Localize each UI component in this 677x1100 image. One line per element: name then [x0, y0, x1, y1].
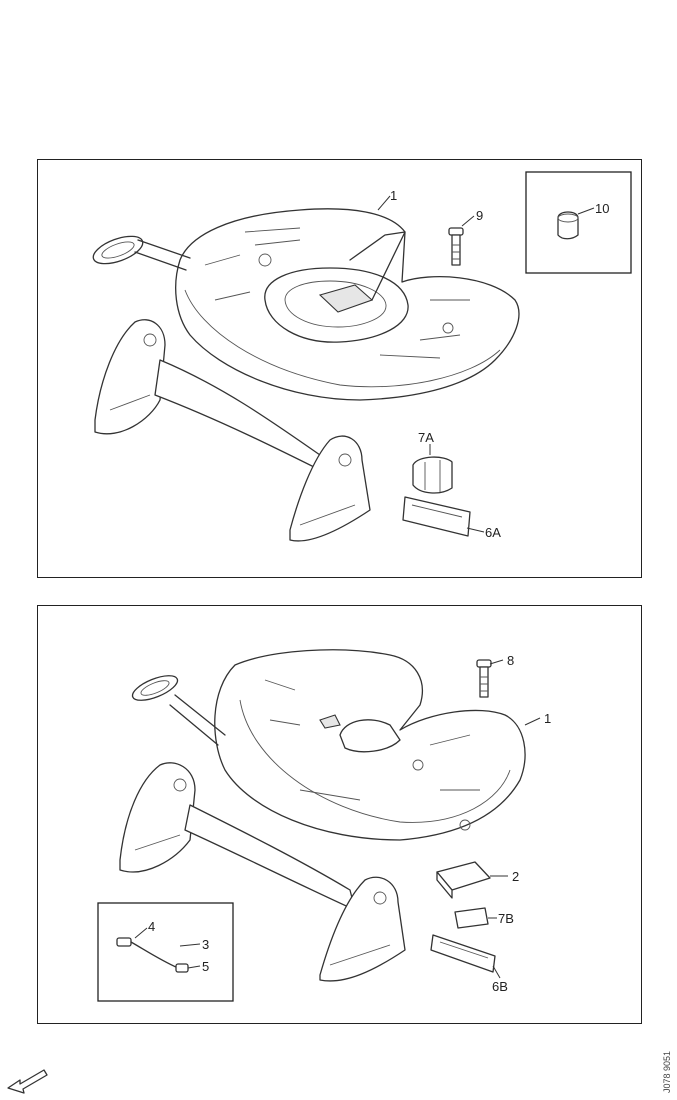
direction-arrow-icon — [7, 1069, 48, 1094]
label-part-10: 10 — [595, 201, 609, 216]
top-fifth-wheel-plate — [175, 208, 520, 401]
bottom-assembly: 8 1 2 7B 6B 4 3 5 — [97, 649, 551, 1002]
drawing-code: J078 9051 — [662, 1051, 672, 1093]
label-part-1b: 1 — [544, 711, 551, 726]
label-part-7b: 7B — [498, 911, 514, 926]
label-part-6b: 6B — [492, 979, 508, 994]
top-mounting-bracket — [94, 319, 371, 542]
label-part-2: 2 — [512, 869, 519, 884]
bottom-bolt-8 — [476, 659, 492, 698]
top-plate-6a — [402, 496, 471, 537]
top-part-10-nut — [557, 211, 579, 240]
bottom-fifth-wheel-plate — [214, 649, 526, 841]
label-part-6a: 6A — [485, 525, 501, 540]
bottom-release-handle — [131, 675, 226, 746]
bottom-panel — [37, 605, 642, 1024]
top-release-handle — [92, 235, 191, 271]
bottom-part-2-block — [436, 861, 491, 899]
bottom-inset-box — [97, 902, 234, 1002]
bottom-part-7b — [454, 907, 489, 929]
label-part-9: 9 — [476, 208, 483, 223]
label-part-5: 5 — [202, 959, 209, 974]
top-bolt-9 — [448, 227, 464, 266]
label-part-3: 3 — [202, 937, 209, 952]
top-panel — [37, 159, 642, 578]
top-bushing-7a — [412, 456, 453, 494]
bottom-mounting-bracket — [119, 762, 406, 982]
label-part-4: 4 — [148, 919, 155, 934]
label-part-1: 1 — [390, 188, 397, 203]
top-assembly: 1 9 10 7A 6A — [92, 171, 632, 542]
bottom-part-6b — [430, 934, 496, 973]
label-part-8: 8 — [507, 653, 514, 668]
label-part-7a: 7A — [418, 430, 434, 445]
bottom-sensor-cable — [116, 937, 189, 973]
